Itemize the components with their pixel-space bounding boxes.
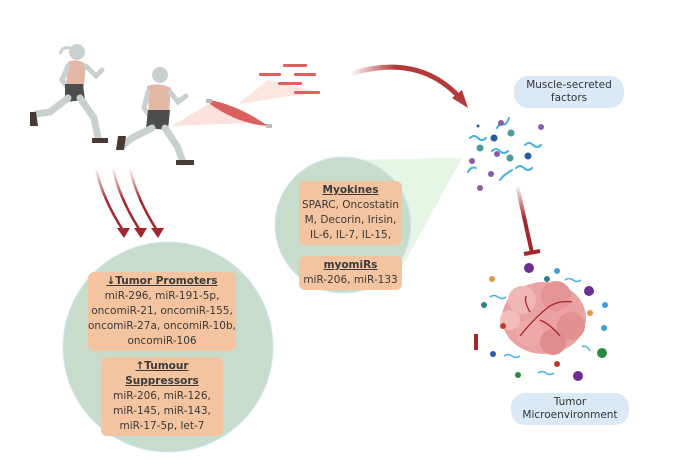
suppressors-line: miR-206, miR-126, — [113, 390, 211, 402]
zoom-beam-fibers — [238, 80, 318, 104]
inhibit-factors-to-tumor — [515, 184, 534, 254]
arrow-to-factors — [349, 64, 464, 102]
tumor-icon — [500, 281, 586, 355]
tumor-suppressors-box: ↑Tumour Suppressors miR-206, miR-126, mi… — [101, 357, 223, 436]
promoters-line: oncomiR-27a, oncomiR-10b, — [88, 320, 236, 332]
promoters-line: miR-296, miR-191-5p, — [104, 290, 220, 302]
zoom-beam-muscle — [172, 102, 248, 126]
muscle-factors-line-1: Muscle-secreted — [526, 79, 612, 91]
arrowhead-1 — [117, 228, 130, 238]
tumor-env-label: Tumor Microenvironment — [511, 393, 629, 425]
promoters-title: ↓Tumor Promoters — [106, 275, 218, 287]
myokines-line: SPARC, Oncostatin — [301, 199, 400, 211]
arrowhead-factors — [452, 90, 468, 108]
promoters-line: oncomiR-106 — [127, 335, 197, 347]
tumor-env-line-2: Microenvironment — [522, 409, 618, 421]
muscle-factors-label: Muscle-secreted factors — [514, 76, 624, 108]
secreted-factors-icon — [467, 117, 544, 191]
myomirs-title: myomiRs — [323, 259, 378, 271]
tme-particles — [481, 263, 608, 381]
suppressors-title: ↑Tumour Suppressors — [125, 360, 199, 387]
male-runner-icon — [116, 67, 194, 166]
arrowhead-2 — [134, 228, 147, 238]
exercise-arrows — [94, 167, 160, 233]
myomirs-box: myomiRs miR-206, miR-133 — [299, 256, 402, 290]
muscle-icon — [206, 99, 272, 128]
myokine-fibers-icon — [259, 64, 320, 94]
muscle-factors-line-2: factors — [550, 92, 588, 104]
suppressors-line: miR-145, miR-143, — [113, 405, 211, 417]
arrowhead-3 — [151, 228, 164, 238]
myokines-box: Myokines SPARC, Oncostatin M, Decorin, I… — [299, 181, 402, 245]
myokines-line: M, Decorin, Irisin, — [304, 214, 397, 226]
inhibit-bar-top — [523, 249, 541, 256]
promoters-line: oncomiR-21, oncomiR-155, — [91, 305, 233, 317]
myomirs-line: miR-206, miR-133 — [303, 274, 398, 286]
myokines-line: IL-6, IL-7, IL-15, — [309, 229, 392, 241]
female-runner-icon — [30, 44, 108, 143]
tumor-promoters-box: ↓Tumor Promoters miR-296, miR-191-5p, on… — [88, 272, 236, 351]
suppressors-line: miR-17-5p, let-7 — [119, 420, 205, 432]
tumor-env-line-1: Tumor — [553, 396, 587, 408]
myokines-title: Myokines — [322, 184, 379, 196]
